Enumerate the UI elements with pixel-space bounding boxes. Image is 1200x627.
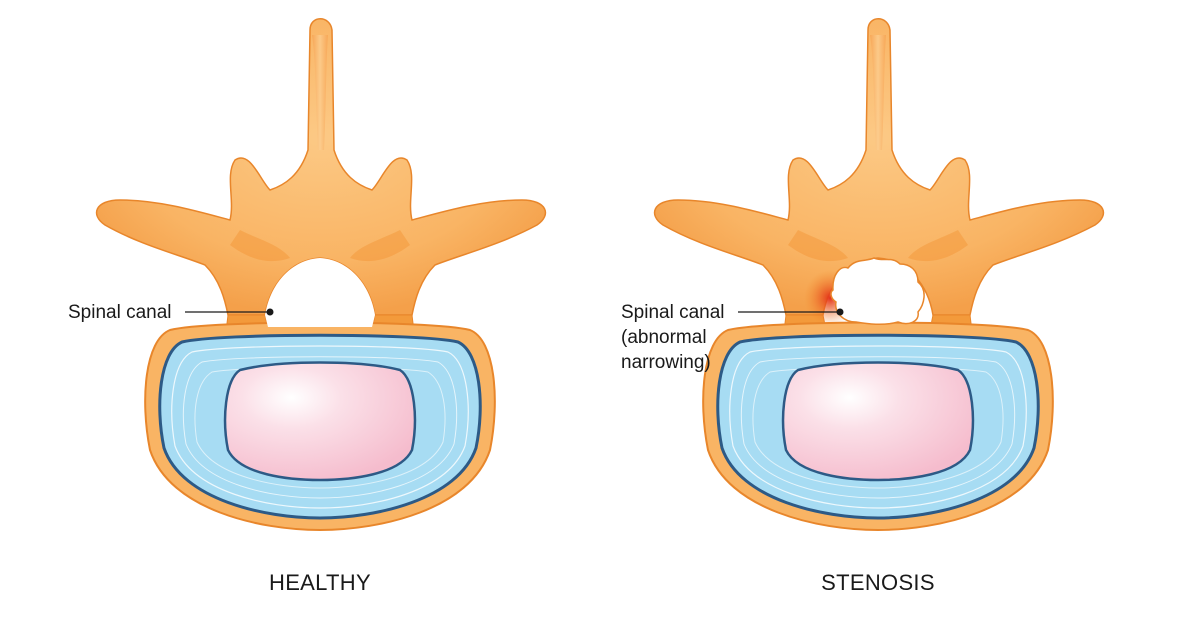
- stenosis-spinal-canal: [830, 257, 925, 326]
- stenosis-callout-line-1: Spinal canal: [621, 302, 725, 323]
- stenosis-callout-line-2: (abnormal: [621, 327, 707, 348]
- healthy-panel: [95, 18, 547, 532]
- healthy-callout-dot: [266, 308, 274, 316]
- stenosis-callout-dot: [836, 308, 844, 316]
- stenosis-vertebral-body: [701, 321, 1055, 532]
- healthy-callout-line-1: Spinal canal: [68, 302, 172, 323]
- stenosis-panel: [653, 18, 1105, 532]
- stenosis-callout-line-3: narrowing): [621, 352, 711, 373]
- healthy-caption: HEALTHY: [269, 570, 371, 595]
- healthy-spinal-canal: [265, 258, 375, 327]
- healthy-vertebral-body: [143, 321, 497, 532]
- stenosis-caption: STENOSIS: [821, 570, 935, 595]
